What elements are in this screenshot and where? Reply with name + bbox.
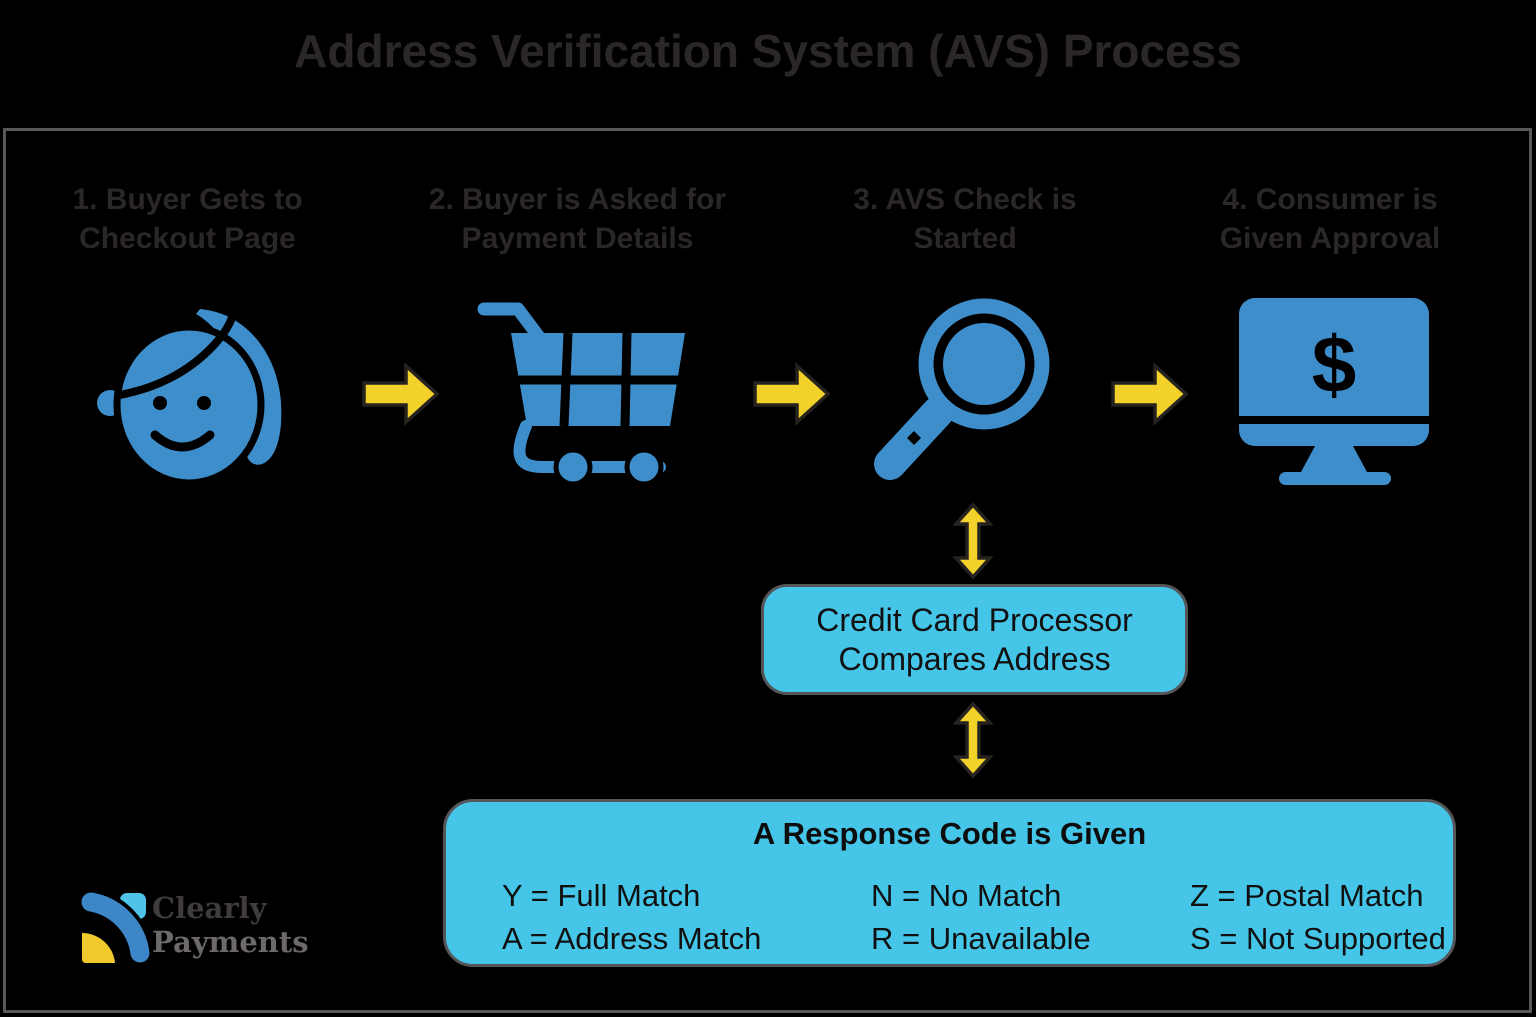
step-4-label-line2: Given Approval	[1219, 222, 1441, 255]
magnifying-glass-icon	[874, 298, 1050, 480]
code-s-not-supported: S = Not Supported	[1190, 921, 1446, 956]
step-2-label-line2: Payment Details	[461, 222, 694, 255]
step-3-label: 3. AVS Check is Started	[810, 180, 1120, 258]
step-3-label-line2: Started	[913, 222, 1017, 255]
arrow-vertical-icon	[953, 701, 993, 779]
response-column-2: N = No Match R = Unavailable	[871, 874, 1091, 960]
step-2-label: 2. Buyer is Asked for Payment Details	[400, 180, 755, 258]
response-box-title: A Response Code is Given	[752, 816, 1147, 851]
step-4-label: 4. Consumer is Given Approval	[1175, 180, 1485, 258]
logo-line1: Clearly	[152, 891, 267, 925]
arrow-right-icon	[753, 362, 831, 426]
step-1-label-line1: 1. Buyer Gets to	[72, 183, 303, 216]
buyer-icon	[97, 307, 282, 487]
page-title: Address Verification System (AVS) Proces…	[294, 25, 1242, 77]
code-a-address-match: A = Address Match	[502, 921, 762, 956]
processor-box: Credit Card Processor Compares Address	[761, 584, 1188, 695]
code-z-postal-match: Z = Postal Match	[1190, 878, 1424, 913]
process-frame	[3, 128, 1532, 1013]
step-2-label-line1: 2. Buyer is Asked for	[428, 183, 727, 216]
logo-wordmark: Clearly Payments	[152, 891, 309, 959]
step-1-label: 1. Buyer Gets to Checkout Page	[35, 180, 340, 258]
arrow-vertical-icon	[953, 502, 993, 580]
logo-line2: Payments	[152, 925, 309, 959]
response-code-box: A Response Code is Given Y = Full Match …	[443, 799, 1456, 967]
step-3-label-line1: 3. AVS Check is	[853, 183, 1077, 216]
arrow-right-icon	[362, 362, 440, 426]
code-n-no-match: N = No Match	[871, 878, 1062, 913]
step-1-label-line2: Checkout Page	[79, 222, 296, 255]
monitor-dollar-icon: $	[1239, 298, 1429, 485]
arrow-right-icon	[1111, 362, 1189, 426]
step-4-label-line1: 4. Consumer is	[1222, 183, 1438, 216]
code-y-full-match: Y = Full Match	[502, 878, 701, 913]
response-column-3: Z = Postal Match S = Not Supported	[1190, 874, 1446, 960]
response-column-1: Y = Full Match A = Address Match	[502, 874, 761, 960]
code-r-unavailable: R = Unavailable	[871, 921, 1091, 956]
processor-box-line2: Compares Address	[838, 640, 1111, 677]
clearly-payments-logo-icon	[77, 889, 150, 967]
dollar-sign: $	[1312, 320, 1357, 409]
shopping-cart-icon	[477, 302, 685, 487]
processor-box-line1: Credit Card Processor	[816, 601, 1133, 638]
